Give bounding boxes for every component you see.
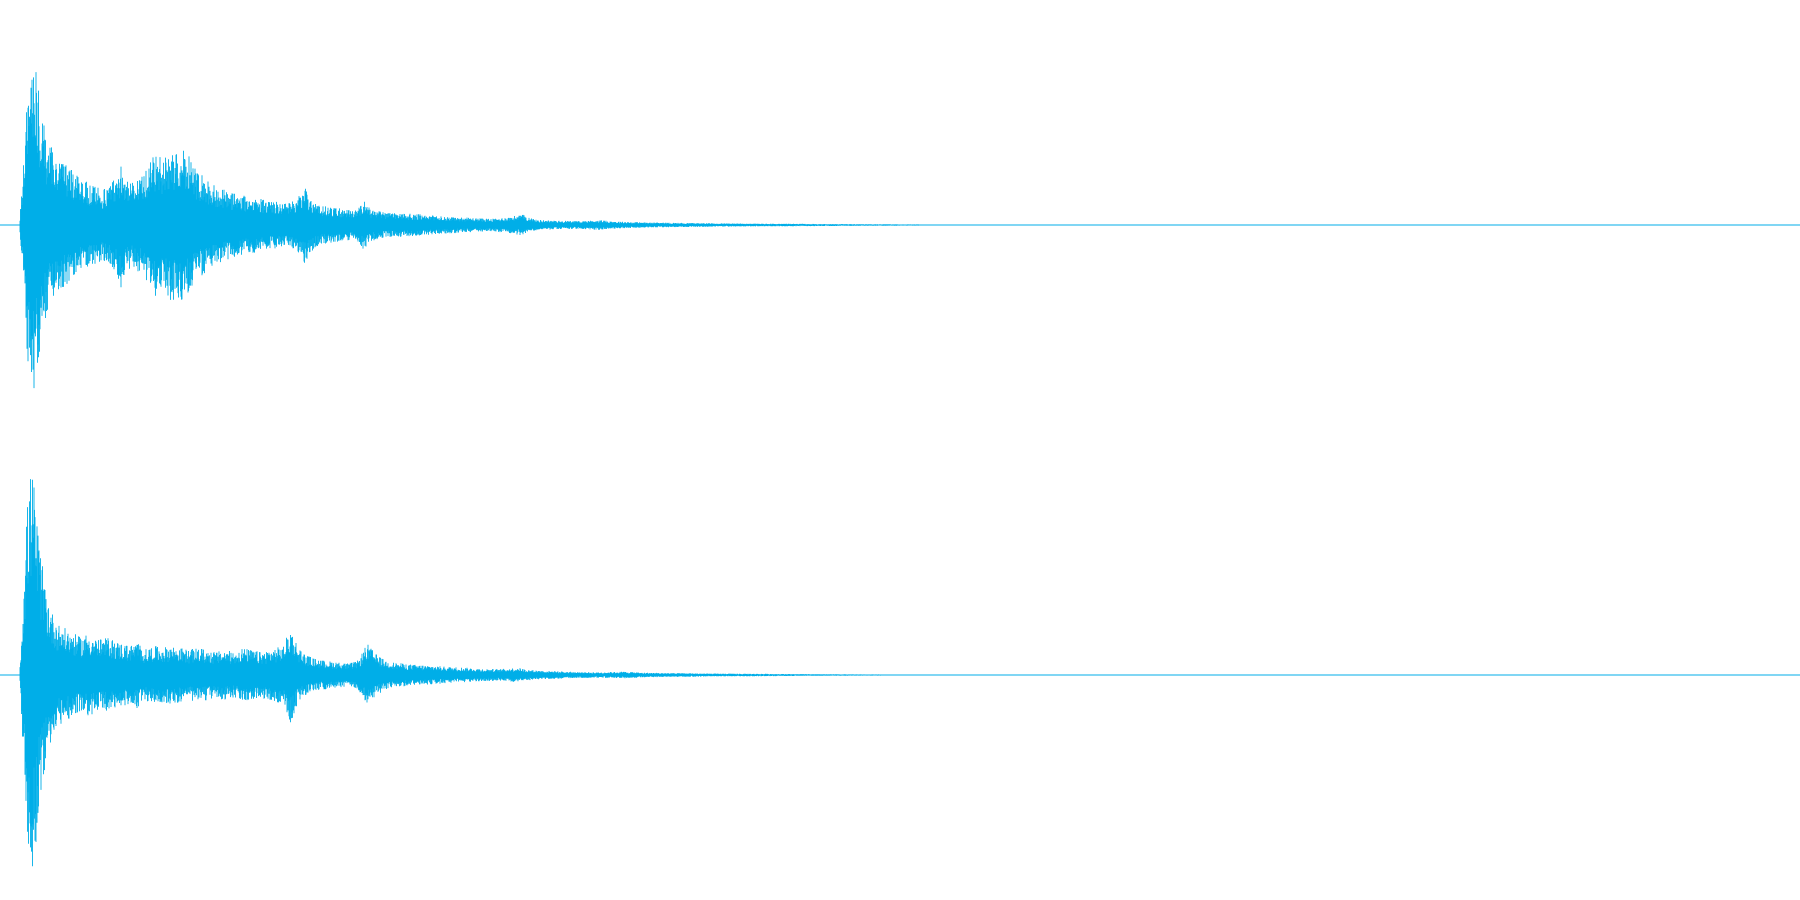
waveform-channel-2[interactable]: [0, 479, 1800, 867]
waveform-trace: [19, 72, 953, 389]
waveform-trace: [19, 479, 959, 867]
waveform-channel-1[interactable]: [0, 72, 1800, 389]
